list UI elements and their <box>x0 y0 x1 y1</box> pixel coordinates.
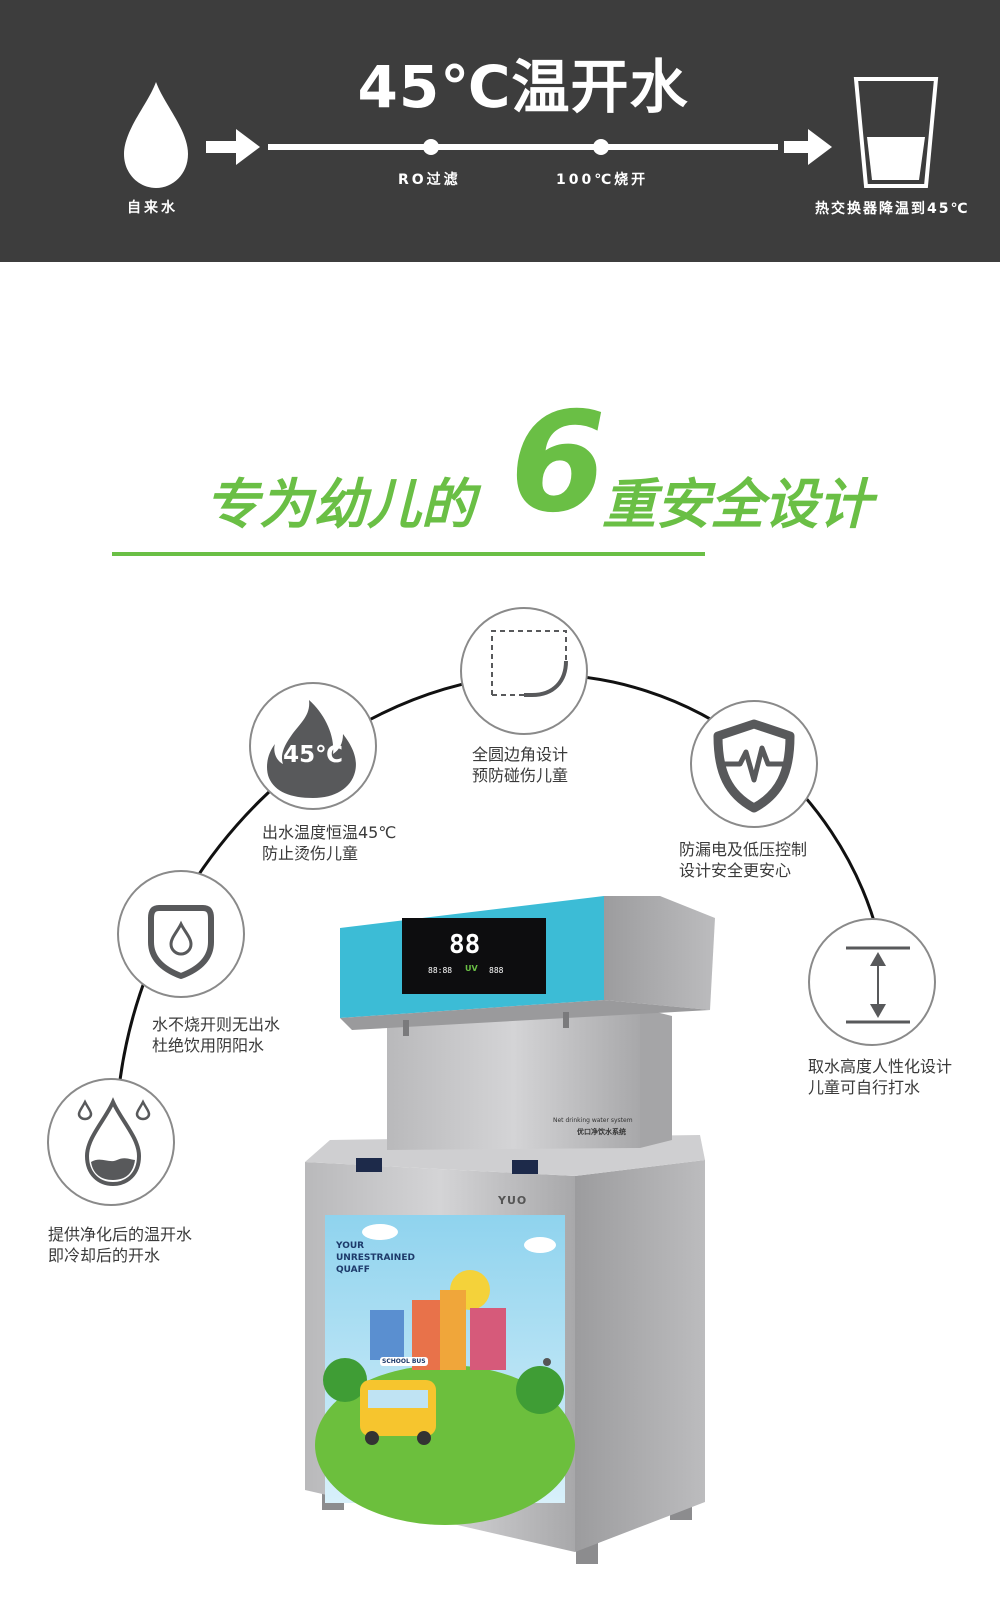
feature-line1: 提供净化后的温开水 <box>48 1225 193 1244</box>
feature-circle-boil <box>117 870 245 998</box>
feature-circle-warm-water <box>47 1078 175 1206</box>
end-label: 热交换器降温到45℃ <box>815 201 970 217</box>
feature-line2: 杜绝饮用阴阳水 <box>152 1036 265 1055</box>
panel-text-cn: 优口净饮水系统 <box>577 1128 626 1136</box>
shield-drop-icon <box>148 905 214 979</box>
feature-line2: 预防碰伤儿童 <box>472 766 569 785</box>
feature-line1: 出水温度恒温45℃ <box>262 823 397 842</box>
feature-circle-temperature: 45℃ <box>249 682 377 810</box>
feature-text-height: 取水高度人性化设计 儿童可自行打水 <box>808 1056 952 1098</box>
feature-line2: 防止烫伤儿童 <box>262 844 359 863</box>
heading-right-text: 重安全设计 <box>602 473 872 536</box>
heading-left-text: 专为幼儿的 <box>205 473 475 536</box>
poster-line1: YOUR <box>336 1241 365 1251</box>
feature-circle-height <box>808 918 936 1046</box>
water-drop-icon <box>77 1097 151 1187</box>
led-display <box>402 918 546 994</box>
feature-line2: 儿童可自行打水 <box>808 1078 921 1097</box>
flame-icon-label: 45℃ <box>283 742 343 768</box>
feature-text-rounded: 全圆边角设计 预防碰伤儿童 <box>472 744 568 786</box>
display-time: 88:88 <box>428 966 453 975</box>
feature-text-electric: 防漏电及低压控制 设计安全更安心 <box>679 839 807 881</box>
flow-dot-boil <box>593 139 609 155</box>
feature-line1: 水不烧开则无出水 <box>152 1015 281 1034</box>
heading-number: 6 <box>510 382 607 543</box>
source-label: 自来水 <box>127 200 178 216</box>
display-temperature: 88 <box>449 930 481 960</box>
glass-cup-icon <box>853 77 939 188</box>
water-drop-icon <box>124 82 188 188</box>
feature-circle-rounded <box>460 607 588 735</box>
step-boil-label: 100℃烧开 <box>556 172 649 188</box>
flow-dot-ro <box>423 139 439 155</box>
uv-badge: UV <box>465 964 478 973</box>
feature-circle-electric <box>690 700 818 828</box>
step-ro-label: RO过滤 <box>398 172 461 188</box>
feature-text-warm-water: 提供净化后的温开水 即冷却后的开水 <box>48 1224 192 1266</box>
section-heading: 专为幼儿的 6 重安全设计 <box>0 382 1000 556</box>
heading-underline <box>112 552 705 556</box>
feature-line1: 取水高度人性化设计 <box>808 1057 953 1076</box>
bus-sign: SCHOOL BUS <box>380 1357 428 1366</box>
banner-title: 45℃温开水 <box>357 53 689 121</box>
poster-slogan: YOUR UNRESTRAINED QUAFF <box>336 1240 415 1276</box>
shield-pulse-icon <box>713 719 795 813</box>
feature-line2: 即冷却后的开水 <box>48 1246 161 1265</box>
feature-line1: 全圆边角设计 <box>472 745 569 764</box>
flame-icon <box>267 700 356 798</box>
panel-text-en: Net drinking water system <box>553 1117 633 1124</box>
flow-line <box>268 144 778 150</box>
feature-line1: 防漏电及低压控制 <box>679 840 808 859</box>
height-arrow-icon <box>846 946 910 1024</box>
process-flow-graphic <box>124 77 939 188</box>
process-banner: 45℃温开水 自来水 RO过滤 100℃烧开 热交换器降温到45℃ <box>0 0 1000 262</box>
display-secondary: 888 <box>489 966 504 975</box>
feature-text-boil: 水不烧开则无出水 杜绝饮用阴阳水 <box>152 1014 280 1056</box>
rounded-corner-icon <box>491 630 568 697</box>
brand-logo: YUO <box>498 1194 528 1207</box>
poster-line2: UNRESTRAINED <box>336 1253 415 1263</box>
feature-text-temperature: 出水温度恒温45℃ 防止烫伤儿童 <box>262 822 396 864</box>
flow-arrow-2 <box>784 141 810 153</box>
feature-line2: 设计安全更安心 <box>679 861 792 880</box>
poster-line3: QUAFF <box>336 1265 370 1275</box>
flow-arrow-1 <box>206 141 238 153</box>
